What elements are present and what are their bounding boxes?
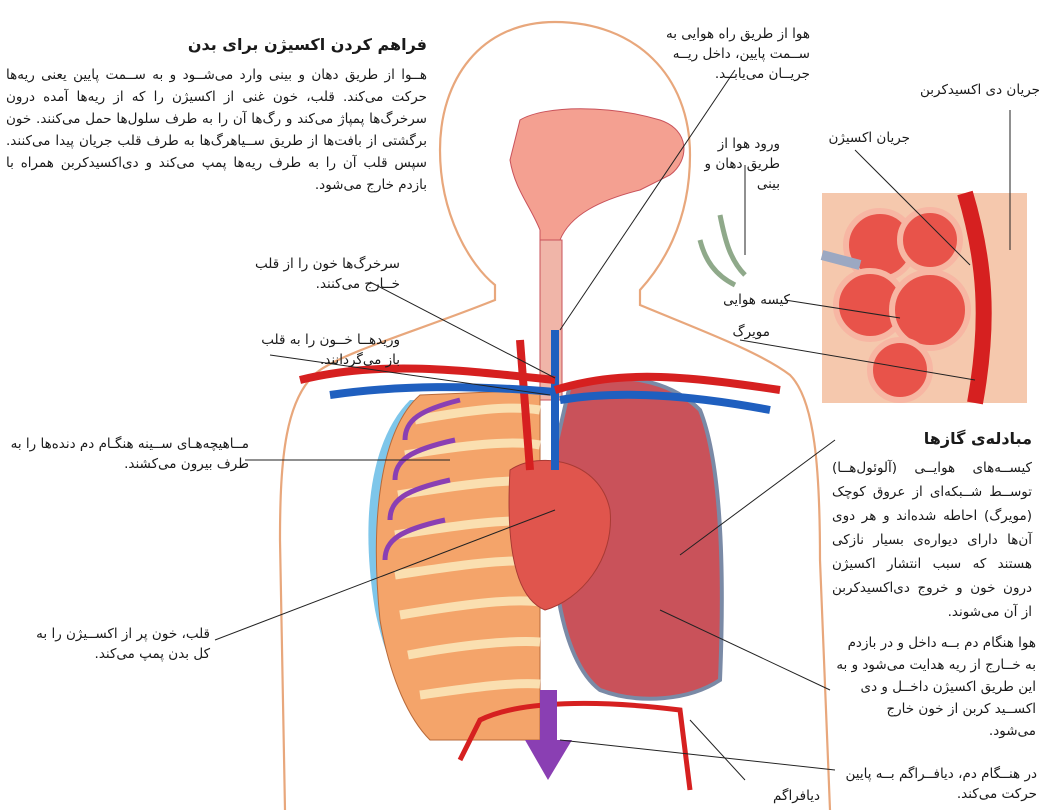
label-chest-muscles: مــاهیچه‌هـای ســینه هنگـام دم دنده‌ها ر… (4, 434, 249, 474)
label-capillary: مویرگ (680, 322, 770, 342)
label-o2-flow: جریان اکسیژن (800, 128, 910, 148)
label-heart: قلب، خون پر از اکســیژن را به کل بدن پمپ… (20, 624, 210, 664)
label-co2-flow: جریان دی اکسیدکربن (880, 80, 1040, 100)
exchange-title: مبادله‌ی گازها (852, 428, 1032, 450)
air-in-arrows (700, 215, 745, 285)
label-diaphragm: دیافراگم (740, 786, 820, 806)
label-airway: هوا از طریق راه هوایی به ســمت پایین، دا… (660, 24, 810, 84)
label-arteries: سرخرگ‌ها خون را از قلب خــارج می‌کنند. (250, 254, 400, 294)
nasal-cavity (510, 109, 684, 330)
exchange-body: کیســه‌های هوایــی (آلوئول‌هــا) توســط … (832, 456, 1032, 624)
label-breathing: هوا هنگام دم بــه داخل و در بازدم به خــ… (836, 632, 1036, 742)
label-veins: وریدهــا خــون را به قلب باز می‌گردانند. (245, 330, 400, 370)
label-diaphragm-move: در هنــگام دم، دیافــراگم بــه پایین حرک… (842, 764, 1037, 804)
label-alveolus: کیسه هوایی (680, 290, 790, 310)
label-air-in: ورود هوا از طریق دهان و بینی (700, 134, 780, 194)
intro-body: هــوا از طریق دهان و بینی وارد می‌شــود … (6, 64, 427, 196)
intro-title: فراهم کردن اکسیژن برای بدن (40, 34, 427, 56)
